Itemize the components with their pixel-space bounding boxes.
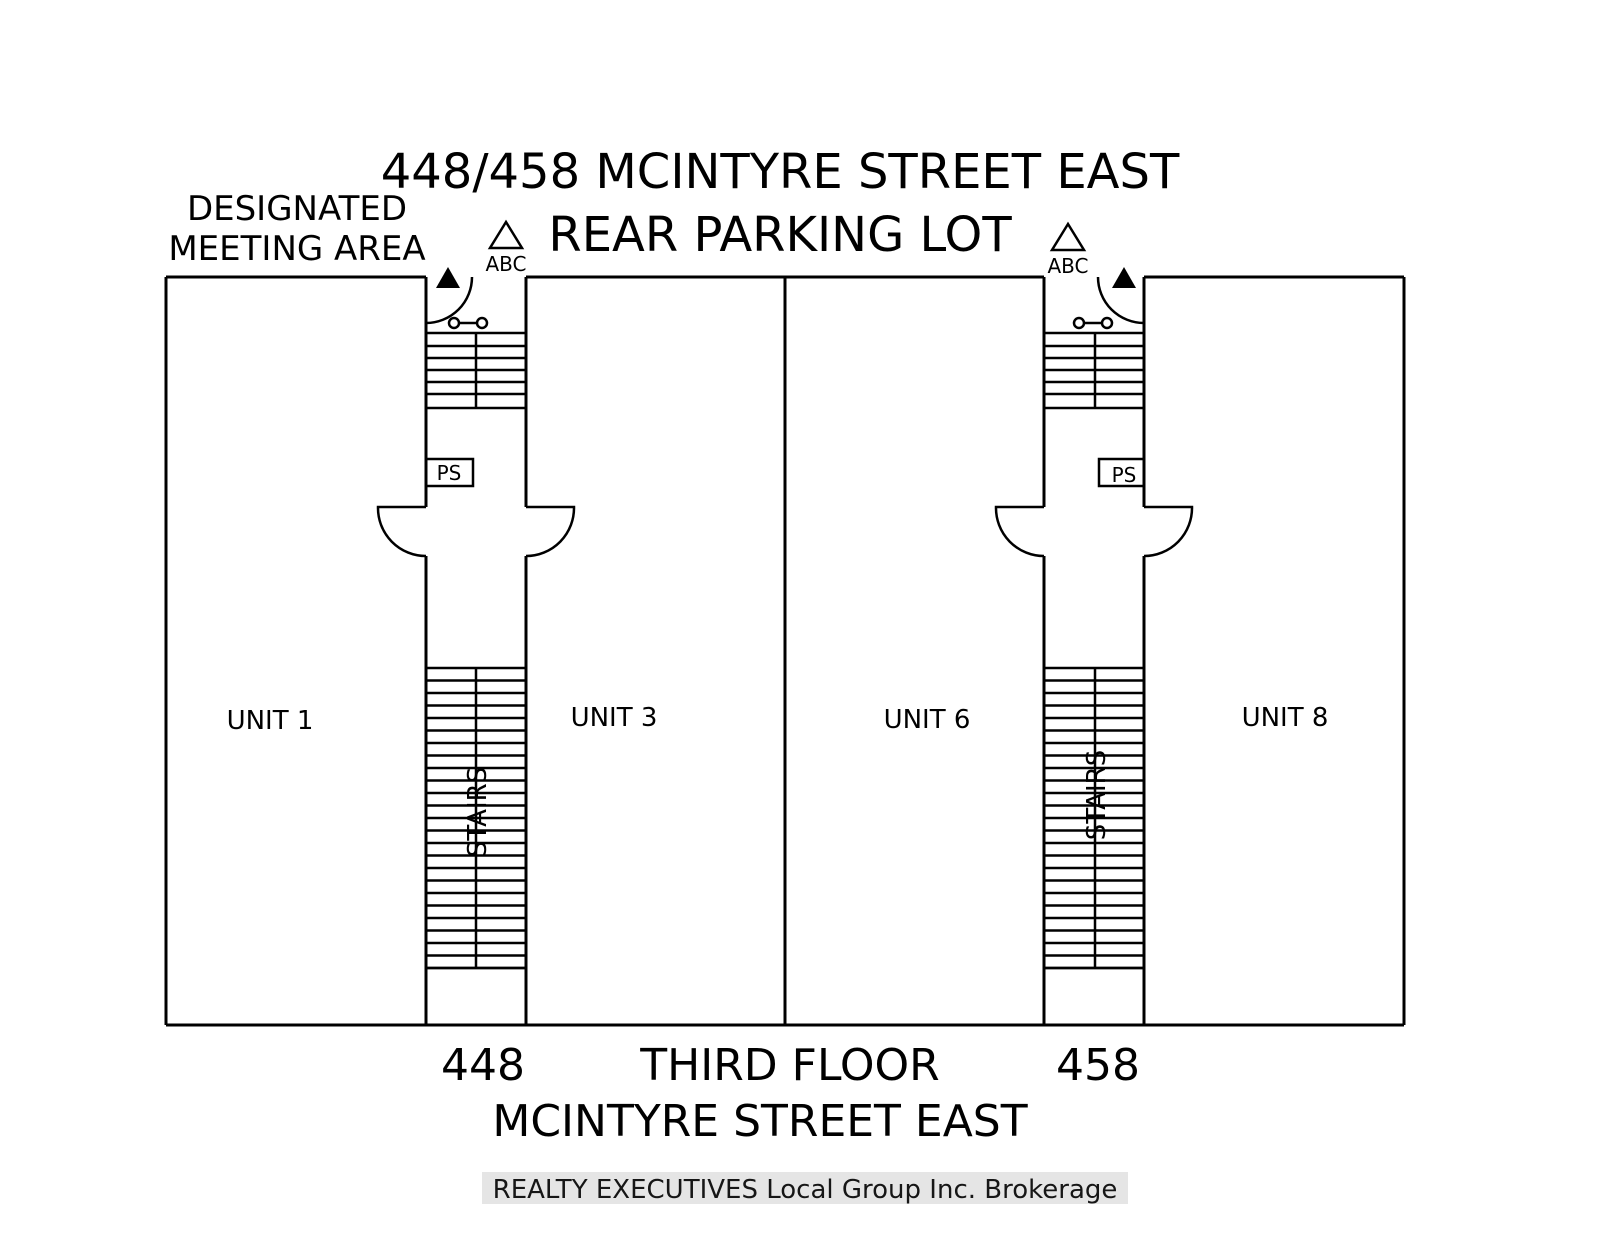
watermark-backdrop [482, 1172, 1128, 1204]
meeting-area-line2: MEETING AREA [168, 229, 425, 269]
building-outline [164, 275, 1406, 1027]
upper-stairs-left [426, 331, 526, 410]
triangle-outline-icon [487, 219, 525, 250]
unit-6-label: UNIT 6 [884, 705, 971, 735]
triangle-outline-icon [1049, 221, 1087, 252]
stairs-label-right: STAIRS [1082, 750, 1112, 840]
building-number-448: 448 [441, 1040, 525, 1091]
extinguisher-label-left: ABC [485, 252, 526, 276]
right-stair-core: PS STAIRS [994, 276, 1194, 970]
panel-box-left [424, 457, 475, 488]
door-hardware-left [447, 316, 489, 330]
exit-triangle-icon-left [436, 267, 460, 288]
door-swing-unit3 [525, 505, 576, 558]
building-number-458: 458 [1056, 1040, 1140, 1091]
upper-stairs-right [1044, 331, 1144, 410]
brokerage-watermark: REALTY EXECUTIVES Local Group Inc. Broke… [493, 1175, 1118, 1205]
panel-label-left: PS [437, 461, 462, 485]
door-swing-unit1 [376, 505, 427, 558]
door-swing-unit6 [994, 505, 1045, 558]
exit-triangle-icon-right [1112, 267, 1136, 288]
address-title: 448/458 MCINTYRE STREET EAST [381, 144, 1180, 200]
extinguisher-label-right: ABC [1047, 254, 1088, 278]
panel-label-right: PS [1112, 463, 1137, 487]
meeting-area-line1: DESIGNATED [187, 189, 407, 229]
rear-parking-label: REAR PARKING LOT [548, 207, 1012, 263]
panel-box-right [1097, 457, 1146, 488]
left-stair-core: PS STAIRS [376, 276, 576, 970]
unit-3-label: UNIT 3 [571, 703, 658, 733]
stairs-label-left: STAIRS [463, 767, 493, 857]
unit-1-label: UNIT 1 [227, 706, 314, 736]
street-label: MCINTYRE STREET EAST [492, 1096, 1027, 1147]
rear-door-swing-right [1096, 276, 1146, 325]
door-hardware-right [1072, 316, 1114, 330]
rear-door-swing-left [424, 276, 474, 325]
extinguisher-symbol-right: ABC [1047, 221, 1089, 278]
floor-label: THIRD FLOOR [639, 1040, 939, 1091]
door-swing-unit8 [1143, 505, 1194, 558]
unit-8-label: UNIT 8 [1242, 703, 1329, 733]
extinguisher-symbol-left: ABC [485, 219, 527, 276]
